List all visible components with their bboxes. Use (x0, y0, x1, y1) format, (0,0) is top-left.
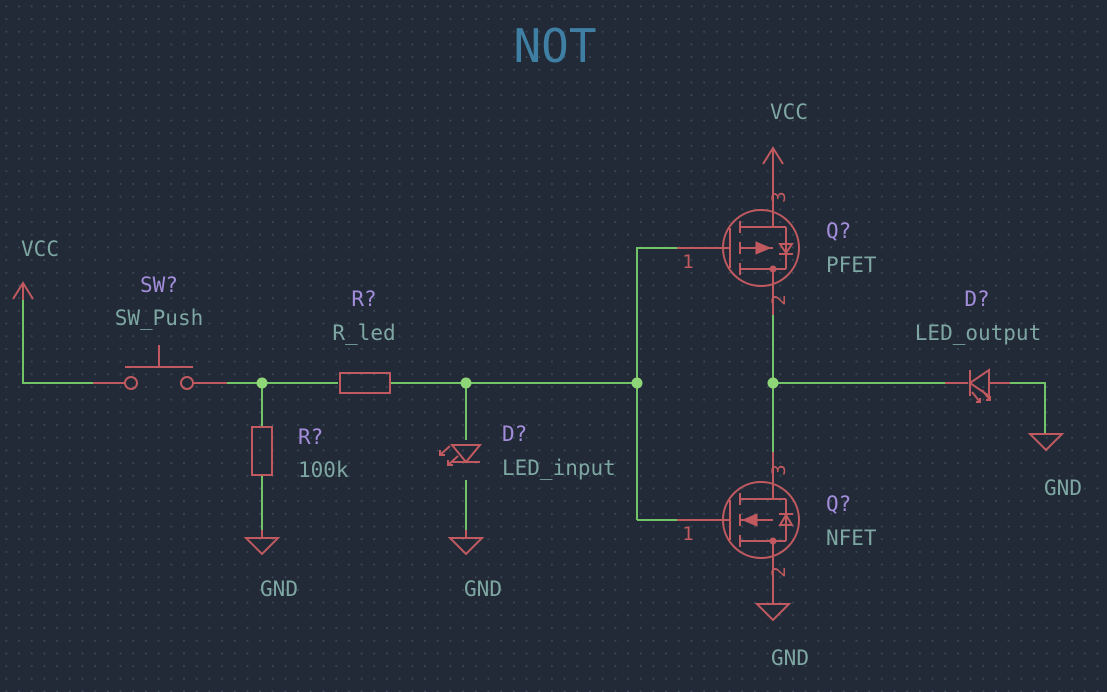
nfet-reference: Q? (826, 492, 851, 516)
junction-dot (767, 377, 779, 389)
resistor-pulldown[interactable]: R? 100k (251, 425, 349, 482)
switch-value: SW_Push (115, 306, 204, 330)
nfet-pin-source: 2 (768, 566, 790, 577)
led-output[interactable]: D? LED_output (915, 287, 1041, 403)
push-switch[interactable]: SW? SW_Push (93, 273, 227, 390)
r-pulldown-value: 100k (298, 458, 349, 482)
led-input-value: LED_input (502, 456, 616, 480)
gnd-led-output-symbol[interactable]: GND (1027, 433, 1082, 500)
r-led-reference: R? (351, 287, 376, 311)
led-output-reference: D? (964, 287, 989, 311)
junction-dot (460, 377, 472, 389)
pfet-reference: Q? (826, 219, 851, 243)
wires (22, 247, 1046, 536)
gnd-nfet-symbol[interactable]: GND (754, 603, 809, 670)
vcc-top-power-symbol[interactable]: VCC (762, 100, 808, 180)
vcc-left-label: VCC (21, 237, 59, 261)
r-led-value: R_led (332, 321, 395, 345)
gnd-r-pulldown-symbol[interactable]: GND (243, 530, 298, 601)
nfet-pin-gate: 1 (682, 523, 693, 545)
schematic-title: NOT (513, 19, 596, 73)
pfet-value: PFET (826, 253, 877, 277)
junction-dot (631, 377, 643, 389)
junctions (256, 377, 779, 389)
gnd-led-input-label: GND (464, 577, 502, 601)
junction-dot (256, 377, 268, 389)
pfet-pin-drain: 2 (768, 294, 790, 305)
pfet-pin-source: 3 (768, 191, 790, 202)
pfet-transistor[interactable]: 1 3 2 Q? PFET (677, 180, 877, 315)
led-input[interactable]: D? LED_input (439, 422, 616, 480)
pfet-pin-gate: 1 (682, 251, 693, 273)
nfet-value: NFET (826, 526, 877, 550)
vcc-top-label: VCC (770, 100, 808, 124)
gnd-nfet-label: GND (771, 646, 809, 670)
nfet-transistor[interactable]: 1 3 2 Q? NFET (677, 452, 877, 604)
resistor-r-led[interactable]: R? R_led (332, 287, 396, 394)
switch-reference: SW? (140, 273, 178, 297)
nfet-pin-drain: 3 (768, 464, 790, 475)
r-pulldown-reference: R? (298, 425, 323, 449)
gnd-led-input-symbol[interactable]: GND (447, 530, 502, 601)
vcc-left-power-symbol[interactable]: VCC (12, 237, 59, 300)
led-input-reference: D? (502, 422, 527, 446)
gnd-led-output-label: GND (1044, 476, 1082, 500)
gnd-r-pulldown-label: GND (260, 577, 298, 601)
led-output-value: LED_output (915, 321, 1041, 345)
